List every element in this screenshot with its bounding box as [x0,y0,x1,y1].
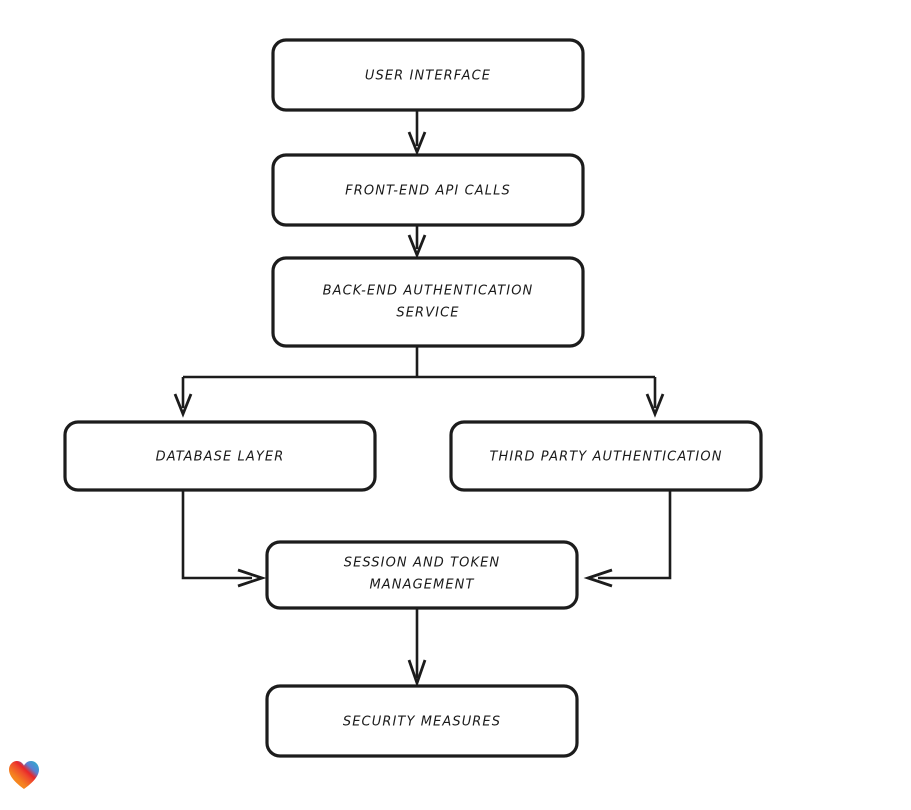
node-back-end-authentication-service-label-line1: BACK-END AUTHENTICATION [323,284,534,299]
node-third-party-authentication-box[interactable] [449,420,763,492]
node-back-end-authentication-service[interactable]: BACK-END AUTHENTICATION SERVICE [271,256,585,348]
edge-backend-split-bus [183,347,655,379]
node-database-layer-label: DATABASE LAYER [156,450,285,465]
node-security-measures[interactable]: SECURITY MEASURES [265,684,579,758]
edge-backend-to-thirdparty [645,377,665,418]
node-session-and-token-management-label-line1: SESSION AND TOKEN [344,556,501,571]
node-database-layer[interactable]: DATABASE LAYER [63,420,377,492]
node-user-interface-box[interactable] [271,38,585,112]
edge-api-to-backend [407,226,427,259]
edge-session-to-security [407,609,427,688]
node-user-interface-label: USER INTERFACE [365,69,491,84]
node-database-layer-box[interactable] [63,420,377,492]
node-back-end-authentication-service-box[interactable] [271,256,585,348]
node-session-and-token-management[interactable]: SESSION AND TOKEN MANAGEMENT [265,540,579,610]
node-user-interface[interactable]: USER INTERFACE [271,38,585,112]
node-front-end-api-calls-box[interactable] [271,153,585,227]
node-back-end-authentication-service-label-line2: SERVICE [396,306,459,321]
heart-icon [9,761,39,789]
node-session-and-token-management-label-line2: MANAGEMENT [369,578,474,593]
node-front-end-api-calls-label: FRONT-END API CALLS [345,184,511,199]
node-third-party-authentication[interactable]: THIRD PARTY AUTHENTICATION [449,420,763,492]
edge-ui-to-api [407,111,427,156]
edge-database-to-session [181,491,267,588]
node-session-and-token-management-box[interactable] [265,540,579,610]
node-security-measures-label: SECURITY MEASURES [343,715,501,730]
edge-thirdparty-to-session [583,491,672,588]
watermark-heart [8,760,42,792]
node-security-measures-box[interactable] [265,684,579,758]
node-front-end-api-calls[interactable]: FRONT-END API CALLS [271,153,585,227]
node-third-party-authentication-label: THIRD PARTY AUTHENTICATION [489,450,722,465]
edge-backend-to-database [173,377,193,418]
